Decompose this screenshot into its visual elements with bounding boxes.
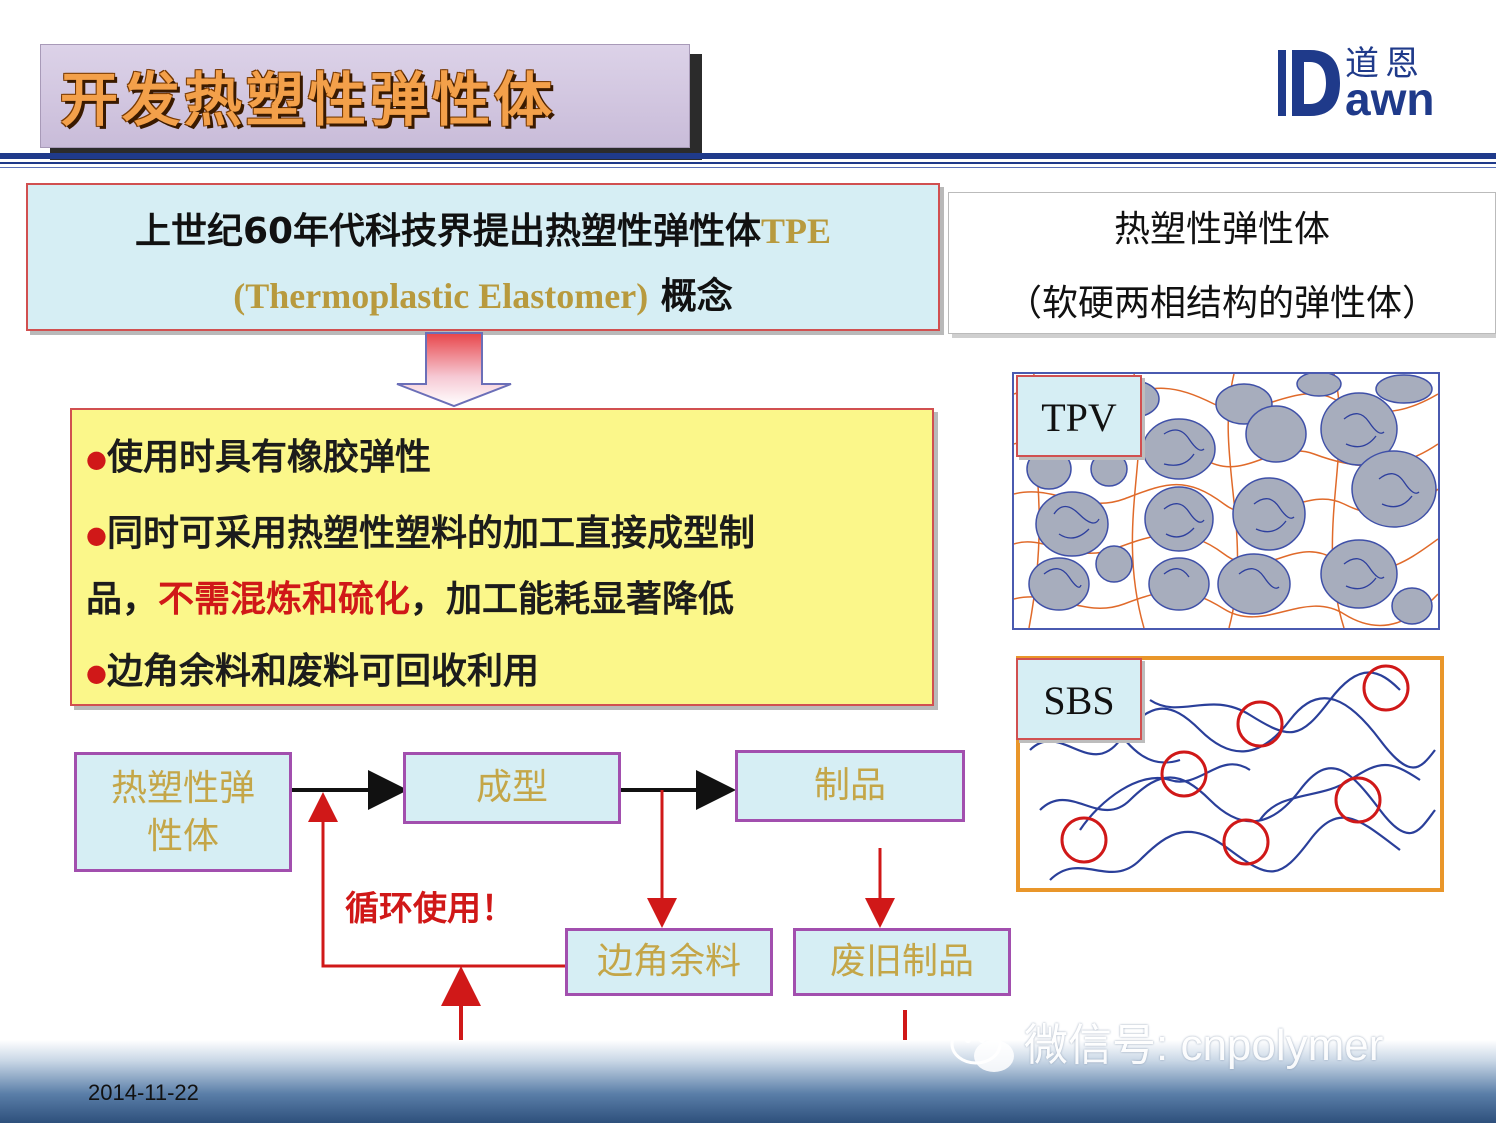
- logo-chinese-name: 道恩: [1345, 44, 1425, 84]
- down-arrow-icon: [396, 332, 512, 408]
- bullet-icon: ●: [86, 659, 107, 687]
- definition-box: [948, 192, 1496, 334]
- concept-line-1-text: 上世纪60年代科技界提出热塑性弹性体: [134, 211, 762, 252]
- concept-suffix: 概念: [648, 276, 733, 317]
- bullet-icon: ●: [86, 521, 107, 549]
- property-2-continued: 品，不需混炼和硫化，加工能耗显著降低: [86, 574, 734, 626]
- header-rule-hairline: [0, 167, 1496, 168]
- sbs-morphology-illustration: [1029, 664, 1436, 881]
- title-banner: [40, 44, 690, 148]
- footer-date: 2014-11-22: [88, 1080, 199, 1105]
- slide-title: 开发热塑性弹性体: [60, 66, 557, 134]
- concept-tpe-abbr: TPE: [761, 211, 832, 251]
- property-2-text: 同时可采用热塑性塑料的加工直接成型制: [106, 513, 755, 554]
- concept-english-term: (Thermoplastic Elastomer): [233, 276, 649, 316]
- property-3: ●边角余料和废料可回收利用: [86, 646, 539, 699]
- header-rule: [0, 153, 1496, 159]
- property-2: ●同时可采用热塑性塑料的加工直接成型制: [86, 508, 755, 561]
- tpv-label: TPV: [1016, 375, 1142, 457]
- sbs-label: SBS: [1016, 658, 1142, 740]
- property-2-post: ，加工能耗显著降低: [410, 579, 735, 620]
- flow-box-product: 制品: [735, 750, 965, 822]
- properties-box: [70, 408, 934, 706]
- wechat-watermark: 微信号: cnpolymer: [1024, 1021, 1384, 1070]
- flow-box-scrap: 边角余料: [565, 928, 773, 996]
- dawn-logo-d-icon: [1278, 50, 1340, 116]
- flow-tpe-line2: 性体: [146, 816, 219, 857]
- recycle-label: 循环使用！: [345, 889, 515, 929]
- footer-band: [0, 1040, 1496, 1123]
- property-2-pre: 品，: [86, 579, 159, 620]
- wechat-icon: [950, 1023, 1014, 1072]
- flow-box-tpe: 热塑性弹性体: [74, 752, 292, 872]
- logo-english-name: awn: [1345, 73, 1435, 125]
- property-2-highlight: 不需混炼和硫化: [158, 579, 411, 620]
- flow-box-waste: 废旧制品: [793, 928, 1011, 996]
- concept-line-2: (Thermoplastic Elastomer) 概念: [26, 268, 940, 325]
- concept-box: [26, 183, 940, 331]
- definition-subtitle: （软硬两相结构的弹性体）: [1005, 283, 1438, 324]
- property-3-text: 边角余料和废料可回收利用: [106, 651, 539, 692]
- flow-tpe-line1: 热塑性弹: [110, 768, 255, 809]
- flow-box-forming: 成型: [403, 752, 621, 824]
- concept-line-1: 上世纪60年代科技界提出热塑性弹性体TPE: [26, 203, 940, 260]
- definition-title: 热塑性弹性体: [1113, 209, 1330, 250]
- bullet-icon: ●: [86, 445, 107, 473]
- property-1-text: 使用时具有橡胶弹性: [106, 437, 431, 478]
- property-1: ●使用时具有橡胶弹性: [86, 432, 431, 485]
- header-rule-thin: [0, 162, 1496, 164]
